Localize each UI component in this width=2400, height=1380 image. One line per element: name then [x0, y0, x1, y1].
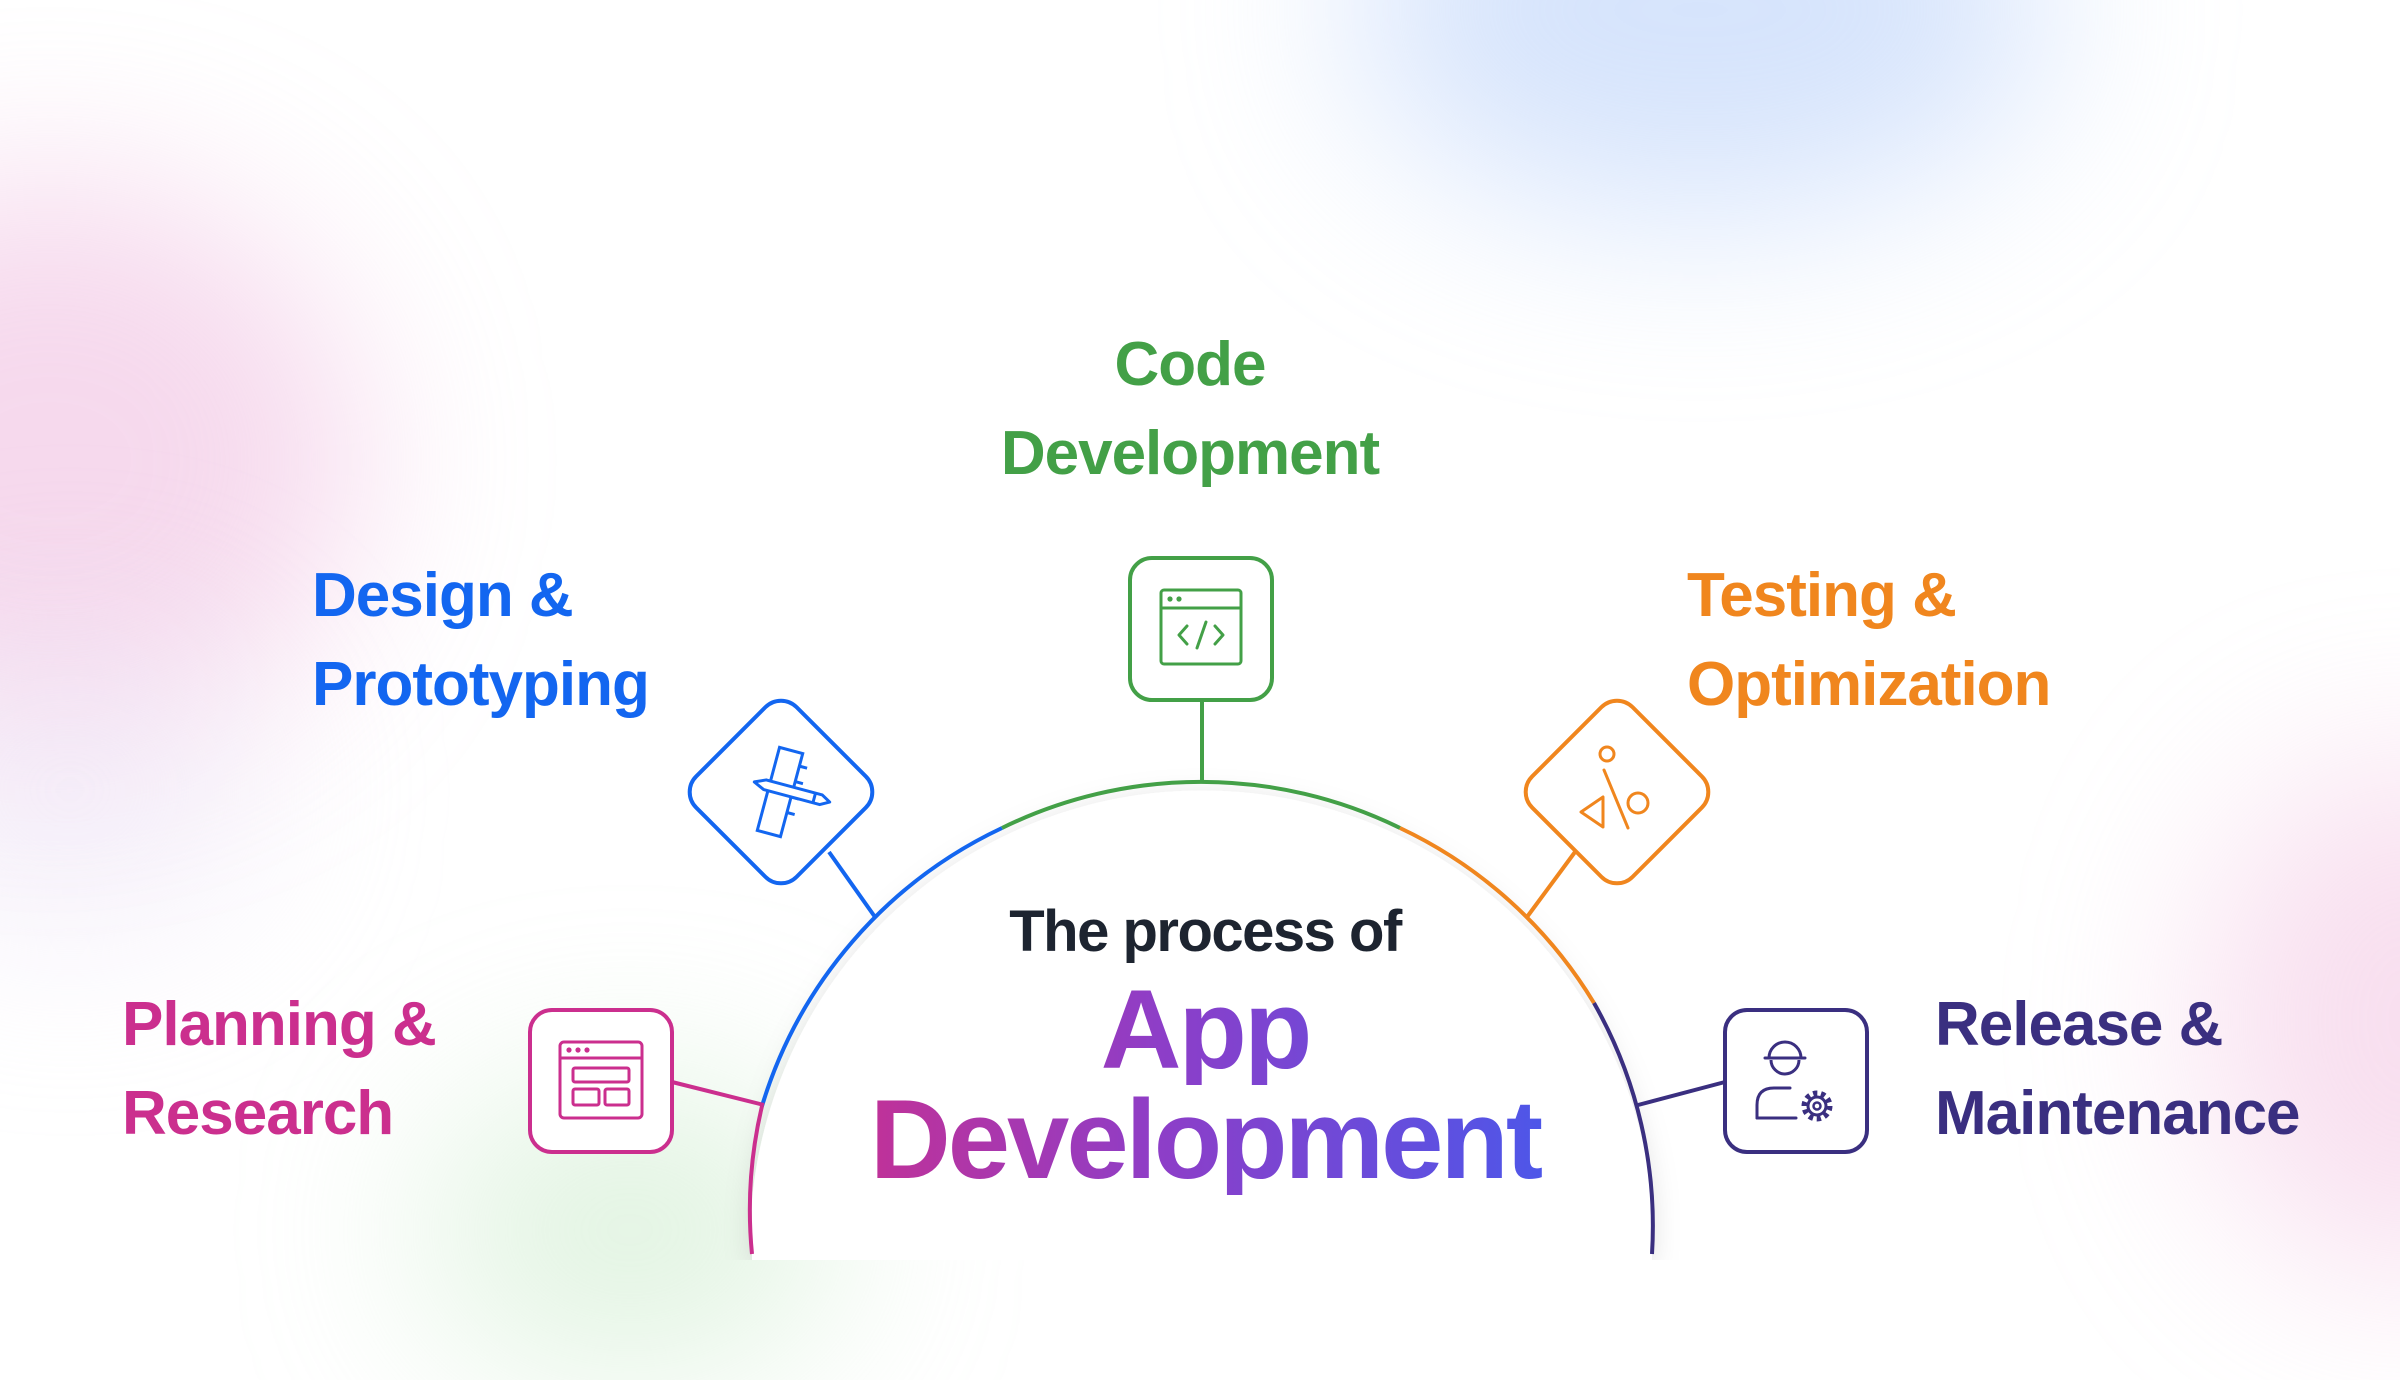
center-title-line1: App — [780, 974, 1630, 1086]
center-title: App Development — [780, 974, 1630, 1196]
stage-release-line1: Release & — [1935, 990, 2223, 1059]
connector-planning — [671, 1080, 765, 1107]
stage-design-line1: Design & — [312, 561, 574, 630]
stage-label-design-prototyping: Design & Prototyping — [312, 551, 650, 729]
stage-release-line2: Maintenance — [1935, 1079, 2301, 1148]
stage-code-line1: Code — [1114, 330, 1267, 399]
code-window-icon — [1128, 556, 1274, 702]
connector-release — [1637, 1080, 1726, 1107]
stage-code-line2: Development — [1000, 419, 1380, 488]
engineer-gear-icon — [1723, 1008, 1869, 1154]
process-diagram — [528, 556, 1869, 1260]
stage-design-line2: Prototyping — [312, 650, 650, 719]
connector-design — [827, 850, 877, 919]
stage-testing-line2: Optimization — [1687, 650, 2051, 719]
percent-icon — [1523, 698, 1711, 886]
center-dome — [752, 790, 1652, 1260]
arc-release — [1592, 1002, 1655, 1255]
arc-planning — [747, 1105, 764, 1255]
stage-label-release-maintenance: Release & Maintenance — [1935, 980, 2301, 1158]
stage-planning-line2: Research — [122, 1079, 394, 1148]
center-title-line2: Development — [780, 1084, 1630, 1196]
center-subtitle: The process of — [1009, 899, 1402, 964]
arc-design — [760, 826, 1003, 1107]
stage-label-code-development: Code Development — [980, 320, 1400, 498]
stage-planning-line1: Planning & — [122, 990, 437, 1059]
layout-window-icon — [528, 1008, 674, 1154]
stage-label-planning-research: Planning & Research — [122, 980, 437, 1158]
arc-testing — [1399, 826, 1596, 1005]
connector-testing — [1525, 850, 1577, 919]
stage-label-testing-optimization: Testing & Optimization — [1687, 551, 2051, 729]
ruler-pencil-icon — [687, 698, 875, 886]
stage-testing-line1: Testing & — [1687, 561, 1957, 630]
